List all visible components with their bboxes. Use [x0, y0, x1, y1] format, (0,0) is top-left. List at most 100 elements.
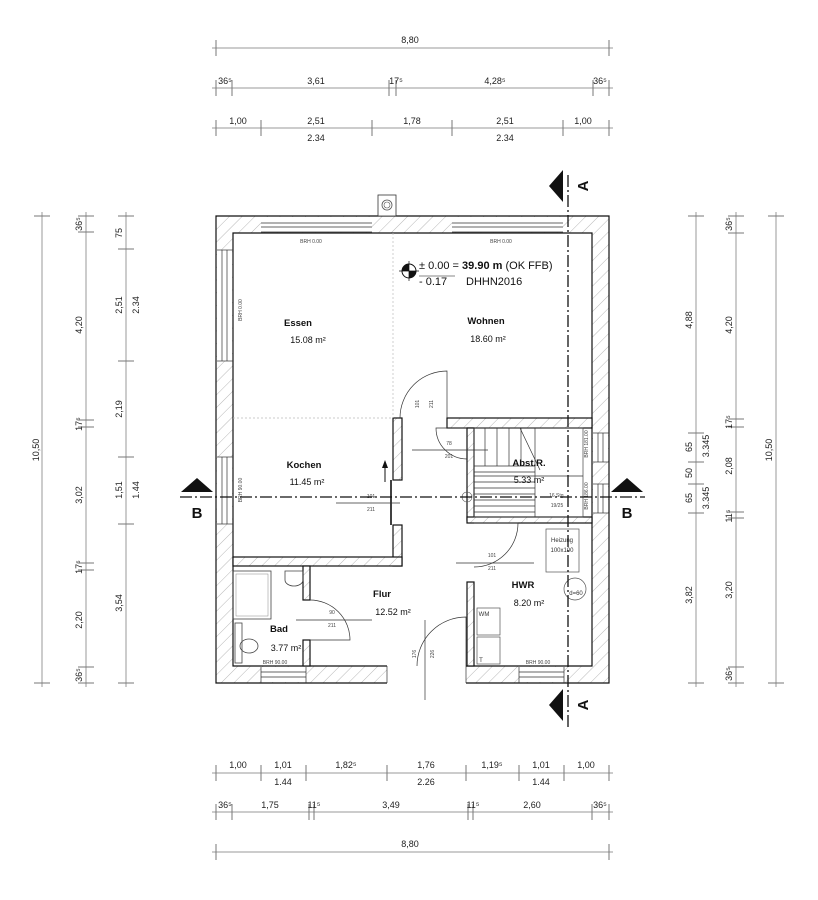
- dim-right-wall: 36⁵: [724, 217, 734, 231]
- dim-left-wall: 17⁵: [74, 560, 84, 574]
- door-width: 101: [488, 553, 497, 559]
- window-stair-right-2: [593, 483, 609, 514]
- dim-left-opening: 3,54: [114, 594, 124, 612]
- wall-hwr-top: [466, 516, 593, 524]
- dim-bottom-wall: 36⁵: [218, 800, 232, 810]
- stair-ratio: 19/25: [551, 503, 564, 509]
- sill-height: BRH 0.00: [238, 299, 244, 321]
- wall-bad-upper: [302, 565, 311, 601]
- dim-bottom-wall: 3,49: [382, 800, 400, 810]
- wall-kochen-bottom: [232, 556, 403, 567]
- dim-left-height: 1.44: [131, 481, 141, 499]
- dim-right-overall: 10,50: [764, 439, 774, 462]
- room-name: Essen: [284, 318, 312, 329]
- elevation-symbol-icon: [399, 261, 455, 281]
- dim-bottom-opening: 1,76: [417, 760, 435, 770]
- section-arrow-icon: [549, 689, 563, 721]
- dryer-label: T: [479, 658, 483, 664]
- dim-left-opening: 75: [114, 228, 124, 238]
- dim-right-height: 3.345: [701, 487, 711, 510]
- elevation-reference: ± 0.00 = 39.90 m (OK FFB): [419, 260, 553, 272]
- wall-bad-lower: [302, 639, 311, 667]
- dim-right-opening: 3,82: [684, 586, 694, 604]
- dim-top-opening: 1,78: [403, 116, 421, 126]
- dim-right-wall: 2,08: [724, 457, 734, 475]
- section-a: A A: [549, 170, 592, 728]
- dim-bottom-height: 2.26: [417, 777, 435, 787]
- outer-wall: [215, 215, 610, 684]
- door-width: 101: [415, 400, 421, 409]
- room-area: 8.20 m²: [514, 598, 545, 608]
- door-height: 211: [328, 623, 336, 629]
- dim-bottom-wall: 2,60: [523, 800, 541, 810]
- dim-bottom-opening: 1,00: [229, 760, 247, 770]
- doors: 101 211 78 201 101 211 101 211 90 211 17…: [296, 370, 534, 700]
- sill-height: BRH 90.00: [238, 478, 244, 503]
- dim-bottom-wall: 11⁵: [307, 800, 320, 810]
- dim-right-height: 3.345: [701, 435, 711, 458]
- door-entrance[interactable]: [416, 616, 467, 667]
- dim-top-opening: 2,51: [496, 116, 514, 126]
- dim-top-wall: 4,28⁵: [484, 76, 506, 86]
- dim-bottom-opening: 1,00: [577, 760, 595, 770]
- storage-tank: [563, 577, 587, 601]
- tank-diameter: d=60: [569, 591, 583, 597]
- dim-top-height: 2.34: [307, 133, 325, 143]
- dim-left-opening: 2,19: [114, 400, 124, 418]
- door-height: 201: [445, 454, 454, 460]
- dim-left-opening: 2,51: [114, 296, 124, 314]
- room-name: Kochen: [287, 460, 322, 471]
- wall-stair-left: [466, 427, 475, 521]
- arrow-up-icon: [382, 460, 388, 468]
- dim-top-height: 2.34: [496, 133, 514, 143]
- room-name: Wohnen: [467, 316, 504, 327]
- door-width: 90: [329, 610, 335, 616]
- stair-steps: 16 Stg.: [549, 493, 565, 499]
- top-dimensions: 8,80 36⁵ 3,61 17⁵ 4,28⁵ 36⁵ 1,00 2,51 1,…: [212, 35, 613, 143]
- left-dimensions: 10,50 36⁵ 4,20 17⁵ 3,02 17⁵ 2,20 36⁵ 75 …: [31, 212, 141, 687]
- room-area: 15.08 m²: [290, 335, 326, 345]
- dim-bottom-opening: 1,19⁵: [481, 760, 503, 770]
- toilet-tank: [234, 622, 243, 664]
- dim-right-opening: 50: [684, 468, 694, 478]
- door-hwr[interactable]: [473, 522, 519, 568]
- chimney: [377, 194, 397, 217]
- sill-height: BRH 181.00: [584, 430, 590, 457]
- dim-right-opening: 65: [684, 442, 694, 452]
- dim-bottom-opening: 1,01: [532, 760, 550, 770]
- window-essen-top: [261, 217, 372, 233]
- dim-left-wall: 4,20: [74, 316, 84, 334]
- sill-height: BRH 186.00: [584, 482, 590, 509]
- shower: [232, 570, 272, 620]
- dim-left-wall: 36⁵: [74, 217, 84, 231]
- wall-hwr-left: [466, 581, 475, 667]
- door-abstr[interactable]: [435, 427, 468, 460]
- window-bad-bottom: [260, 667, 307, 683]
- heating-unit: [545, 528, 580, 573]
- door-width: 176: [412, 650, 418, 659]
- dim-left-wall: 17⁵: [74, 417, 84, 431]
- fixtures: Heizung 100x100 d=60 WM T: [232, 528, 587, 665]
- section-arrow-icon: [181, 478, 213, 492]
- right-dimensions: 4,88 65 50 65 3,82 3.345 3.345 36⁵ 4,20 …: [684, 212, 784, 687]
- dim-top-wall: 17⁵: [389, 76, 403, 86]
- dim-right-wall: 17⁵: [724, 415, 734, 429]
- dim-left-overall: 10,50: [31, 439, 41, 462]
- window-wohnen-top: [452, 217, 563, 233]
- dim-left-opening: 1,51: [114, 481, 124, 499]
- door-height: 226: [430, 650, 436, 659]
- dim-bottom-overall: 8,80: [401, 839, 419, 849]
- toilet: [239, 638, 259, 654]
- window-stair-right-1: [593, 432, 609, 463]
- staircase: 16 Stg. 19/25: [461, 427, 584, 518]
- entrance-opening: [386, 665, 467, 684]
- room-area: 18.60 m²: [470, 334, 506, 344]
- heating-label: Heizung: [551, 538, 573, 544]
- dim-right-wall: 36⁵: [724, 667, 734, 681]
- door-bad[interactable]: [309, 599, 351, 641]
- dim-bottom-wall: 1,75: [261, 800, 279, 810]
- door-wohnen[interactable]: [399, 370, 448, 419]
- dim-top-wall: 3,61: [307, 76, 325, 86]
- dim-left-wall: 36⁵: [74, 668, 84, 682]
